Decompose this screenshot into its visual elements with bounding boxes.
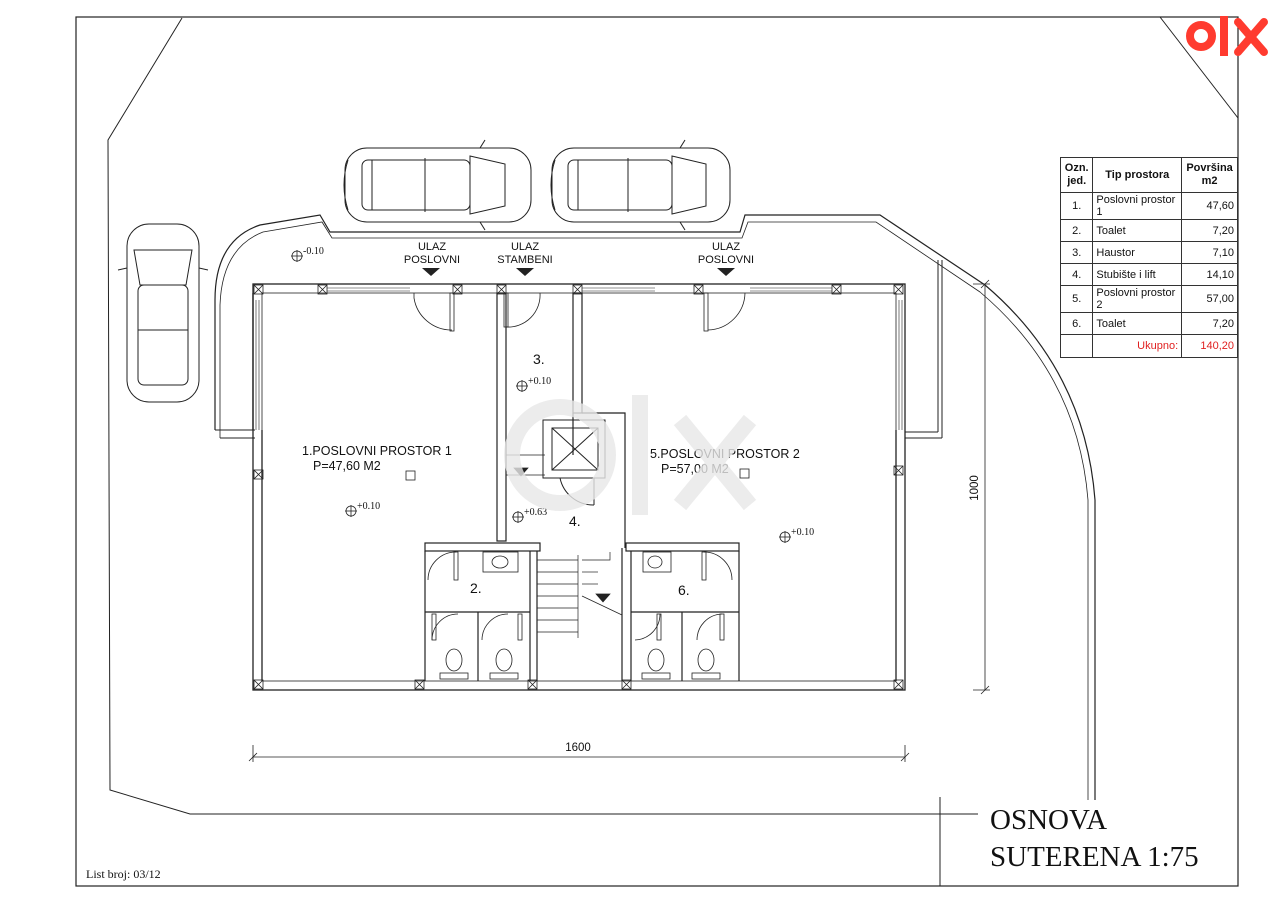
row-area: 57,00 bbox=[1181, 285, 1238, 313]
office2-marker-icon bbox=[739, 468, 750, 479]
watermark-logo bbox=[504, 395, 757, 515]
header-id: Ozn. jed. bbox=[1059, 157, 1094, 193]
car-top-1 bbox=[343, 139, 532, 231]
entrance-middle-line2: STAMBENI bbox=[497, 254, 552, 266]
toilet-fixtures bbox=[439, 551, 721, 680]
building-walls bbox=[252, 283, 906, 691]
table-total-row: Ukupno: 140,20 bbox=[1059, 334, 1238, 358]
room-number-3: 3. bbox=[533, 351, 545, 367]
car-top-2 bbox=[550, 139, 731, 231]
row-id: 4. bbox=[1059, 263, 1094, 286]
sheet-number: List broj: 03/12 bbox=[86, 867, 161, 881]
entrance-left-line1: ULAZ bbox=[418, 241, 446, 253]
office1-name: 1.POSLOVNI PROSTOR 1 bbox=[302, 444, 452, 458]
total-label: Ukupno: bbox=[1092, 334, 1183, 358]
row-name: Haustor bbox=[1092, 241, 1183, 264]
window-boxes bbox=[253, 284, 904, 690]
table-row: 5. Poslovni prostor 2 57,00 bbox=[1059, 285, 1238, 313]
row-area: 7,20 bbox=[1181, 219, 1238, 242]
room-number-4: 4. bbox=[569, 513, 581, 529]
row-name: Poslovni prostor 1 bbox=[1092, 192, 1183, 220]
row-name: Toalet bbox=[1092, 219, 1183, 242]
dimension-vertical: 1000 bbox=[969, 475, 981, 501]
area-table: Ozn. jed. Tip prostora Površina m2 1. Po… bbox=[1059, 157, 1238, 358]
level-symbols bbox=[291, 250, 791, 543]
room-number-2: 2. bbox=[470, 580, 482, 596]
row-name: Stubište i lift bbox=[1092, 263, 1183, 286]
entrance-left-line2: POSLOVNI bbox=[404, 254, 460, 266]
row-area: 7,20 bbox=[1181, 312, 1238, 335]
row-id: 3. bbox=[1059, 241, 1094, 264]
row-area: 47,60 bbox=[1181, 192, 1238, 220]
row-area: 14,10 bbox=[1181, 263, 1238, 286]
row-name: Poslovni prostor 2 bbox=[1092, 285, 1183, 313]
entrance-middle-line1: ULAZ bbox=[511, 241, 539, 253]
glazing bbox=[255, 287, 903, 430]
level-office1: +0.10 bbox=[357, 501, 380, 512]
office1-area: P=47,60 M2 bbox=[313, 459, 381, 473]
header-type: Tip prostora bbox=[1092, 157, 1183, 193]
level-outside: -0.10 bbox=[303, 246, 324, 257]
parking-curb bbox=[214, 214, 1096, 800]
total-empty bbox=[1059, 334, 1094, 358]
row-id: 6. bbox=[1059, 312, 1094, 335]
level-hall: +0.10 bbox=[528, 376, 551, 387]
dimension-horizontal: 1600 bbox=[565, 742, 591, 754]
olx-logo bbox=[1186, 16, 1268, 56]
row-id: 5. bbox=[1059, 285, 1094, 313]
car-left bbox=[117, 223, 209, 403]
drawing-title-line1: OSNOVA bbox=[990, 804, 1107, 836]
total-value: 140,20 bbox=[1181, 334, 1238, 358]
sheet-frame bbox=[75, 16, 1239, 887]
drawing-title-line2: SUTERENA 1:75 bbox=[990, 841, 1199, 873]
plot-boundary bbox=[107, 17, 978, 815]
row-id: 1. bbox=[1059, 192, 1094, 220]
row-id: 2. bbox=[1059, 219, 1094, 242]
row-area: 7,10 bbox=[1181, 241, 1238, 264]
level-office2: +0.10 bbox=[791, 527, 814, 538]
entrance-right-line2: POSLOVNI bbox=[698, 254, 754, 266]
table-row: 6. Toalet 7,20 bbox=[1059, 312, 1238, 335]
doors bbox=[413, 292, 746, 641]
table-row: 3. Haustor 7,10 bbox=[1059, 241, 1238, 264]
frame-corner-diagonal bbox=[1159, 16, 1239, 119]
table-row: 4. Stubište i lift 14,10 bbox=[1059, 263, 1238, 286]
table-row: 2. Toalet 7,20 bbox=[1059, 219, 1238, 242]
row-name: Toalet bbox=[1092, 312, 1183, 335]
level-stair: +0.63 bbox=[524, 507, 547, 518]
room-number-6: 6. bbox=[678, 582, 690, 598]
table-header-row: Ozn. jed. Tip prostora Površina m2 bbox=[1059, 157, 1238, 193]
parking-curb-inner bbox=[219, 221, 1089, 800]
entrance-markers bbox=[422, 268, 735, 276]
header-area: Površina m2 bbox=[1181, 157, 1238, 193]
office1-marker-icon bbox=[405, 470, 416, 481]
dimension-lines bbox=[248, 279, 990, 762]
entrance-right-line1: ULAZ bbox=[712, 241, 740, 253]
table-row: 1. Poslovni prostor 1 47,60 bbox=[1059, 192, 1238, 220]
